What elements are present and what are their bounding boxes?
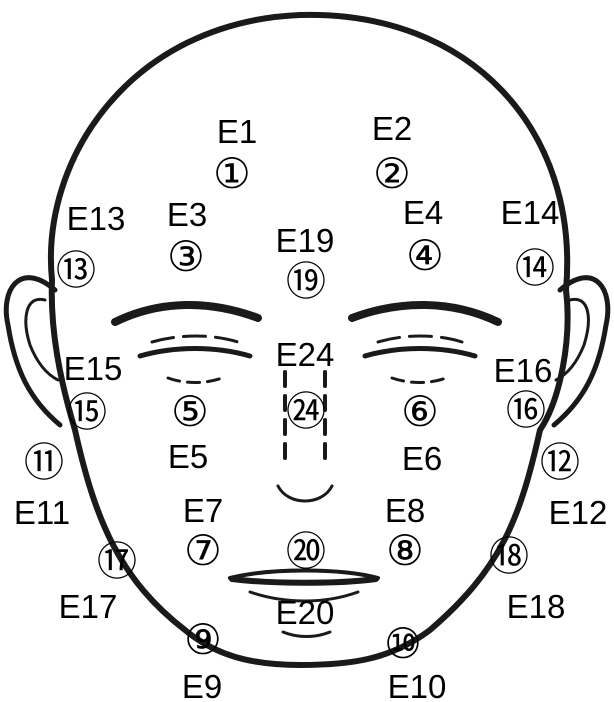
label-e19: E19 xyxy=(276,222,335,259)
marker-14: ⑭ xyxy=(515,246,555,292)
marker-7: ⑦ xyxy=(184,526,222,575)
mouth-line xyxy=(232,579,376,583)
chin-line xyxy=(283,632,330,637)
marker-8: ⑧ xyxy=(386,526,424,575)
label-e24: E24 xyxy=(276,336,335,373)
label-e5: E5 xyxy=(168,438,208,475)
label-e7: E7 xyxy=(183,492,223,529)
marker-20: ⑳ xyxy=(286,529,326,575)
label-e13: E13 xyxy=(67,200,126,237)
marker-4: ④ xyxy=(406,231,444,280)
marker-1: ① xyxy=(213,149,251,198)
marker-5: ⑤ xyxy=(171,387,209,436)
left-eyebrow xyxy=(115,305,258,322)
marker-2: ② xyxy=(373,149,411,198)
label-e9: E9 xyxy=(182,668,222,702)
label-e4: E4 xyxy=(403,194,443,231)
marker-12: ⑫ xyxy=(540,440,580,486)
right-eyebrow xyxy=(352,305,498,322)
marker-9: ⑨ xyxy=(184,615,222,664)
marker-18: ⑱ xyxy=(489,534,529,580)
marker-11: ⑪ xyxy=(24,440,64,486)
marker-10: ⑩ xyxy=(384,619,422,668)
right-eye-crease xyxy=(378,336,462,342)
marker-17: ⑰ xyxy=(97,539,137,585)
label-e16: E16 xyxy=(494,352,553,389)
label-e10: E10 xyxy=(388,668,447,702)
label-e11: E11 xyxy=(14,494,70,531)
label-e2: E2 xyxy=(372,110,412,147)
marker-24: ㉔ xyxy=(286,389,326,435)
label-e17: E17 xyxy=(59,588,118,625)
marker-13: ⑬ xyxy=(56,248,96,294)
label-e15: E15 xyxy=(64,350,123,387)
marker-16: ⑯ xyxy=(506,388,546,434)
marker-3: ③ xyxy=(167,232,205,281)
label-e20: E20 xyxy=(276,594,335,631)
label-e8: E8 xyxy=(385,492,425,529)
label-e14: E14 xyxy=(501,194,560,231)
left-eye-crease xyxy=(152,336,238,342)
marker-15: ⑮ xyxy=(67,390,107,436)
label-e6: E6 xyxy=(402,440,442,477)
marker-19: ⑲ xyxy=(286,259,326,305)
label-e18: E18 xyxy=(507,588,566,625)
label-e1: E1 xyxy=(217,113,257,150)
label-e12: E12 xyxy=(549,494,608,531)
nose-tip xyxy=(278,486,332,501)
left-eye xyxy=(140,349,250,357)
marker-6: ⑥ xyxy=(401,387,439,436)
label-e3: E3 xyxy=(167,196,207,233)
right-eye xyxy=(365,349,475,357)
